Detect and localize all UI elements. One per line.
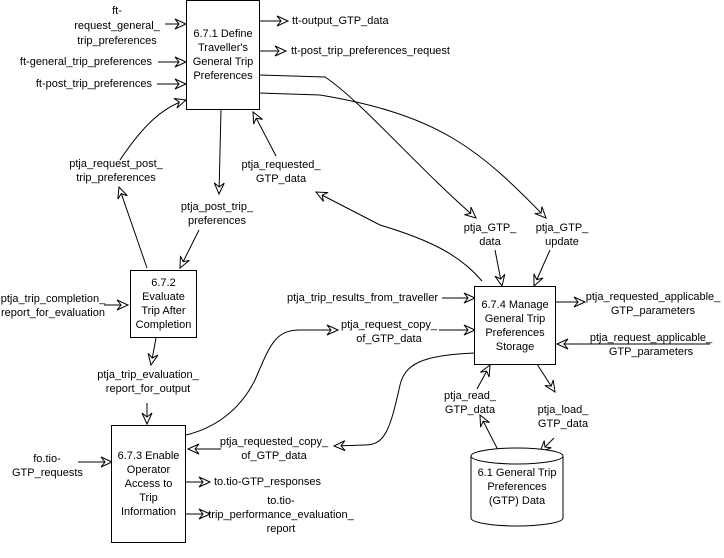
label-ptja-trip-evaluation: ptja_trip_evaluation_ report_for_output xyxy=(97,369,199,395)
process-label: 6.7.2 Evaluate Trip After Completion xyxy=(135,277,192,331)
flow-ptja-read-up xyxy=(476,363,491,390)
flow-ptja-gtp-data xyxy=(258,74,477,219)
process-label: 6.7.4 Manage General Trip Preferences St… xyxy=(481,298,549,353)
process-label: 6.7.1 Define Traveller's General Trip Pr… xyxy=(192,28,254,82)
flow-ptja-requested-gtp-src xyxy=(314,191,483,282)
label-fo-tio-requests: fo.tio- GTP_requests xyxy=(12,453,83,479)
process-6-7-4[interactable]: 6.7.4 Manage General Trip Preferences St… xyxy=(474,286,556,365)
process-6-7-1[interactable]: 6.7.1 Define Traveller's General Trip Pr… xyxy=(186,0,260,110)
flow-ptja-requested-copy xyxy=(332,352,476,452)
flow-ptja-post-trip-to-672 xyxy=(179,229,200,270)
label-ptja-trip-completion: ptja_trip_completion_ report_for_evaluat… xyxy=(0,293,106,319)
label-ptja-request-applicable: ptja_request_applicable_ GTP_parameters xyxy=(589,332,713,358)
flow-ptja-request-copy xyxy=(185,324,340,436)
label-to-tio-responses: to.tio-GTP_responses xyxy=(214,476,321,488)
label-ptja-gtp-data: ptja_GTP_ data xyxy=(463,222,517,248)
process-6-7-2[interactable]: 6.7.2 Evaluate Trip After Completion xyxy=(130,270,197,338)
flow-ptja-request-post-src xyxy=(117,185,148,269)
label-ptja-request-copy: ptja_request_copy_ of_GTP_data xyxy=(340,319,437,345)
label-ptja-requested-applicable: ptja_requested_applicable_ GTP_parameter… xyxy=(585,291,721,317)
label-ptja-load: ptja_load_ GTP_data xyxy=(537,404,589,430)
label-ptja-trip-results: ptja_trip_results_from_traveller xyxy=(286,292,438,304)
data-store-cylinder xyxy=(470,447,564,527)
flow-ptja-read-src xyxy=(479,413,499,451)
label-ft-general: ft-general_trip_preferences xyxy=(19,56,152,68)
flow-ptja-load xyxy=(534,360,556,394)
flow-ptja-post-trip xyxy=(213,108,225,196)
label-ft-request-general: ft- request_general_ trip_preferences xyxy=(74,5,160,47)
label-to-tio-report: to.tio- trip_performance_evaluation_ rep… xyxy=(208,495,354,535)
process-label: 6.7.3 Enable Operator Access to Trip Inf… xyxy=(117,450,180,518)
flow-ptja-request-post xyxy=(119,97,188,161)
label-ft-post: ft-post_trip_preferences xyxy=(35,78,152,90)
label-tt-output: tt-output_GTP_data xyxy=(292,15,389,27)
label-ptja-request-post: ptja_request_post_ trip_preferences xyxy=(69,158,163,184)
label-ptja-read: ptja_read_ GTP_data xyxy=(444,390,496,416)
label-ptja-requested-gtp: ptja_requested_ GTP_data xyxy=(241,159,321,185)
label-ptja-post-trip: ptja_post_trip_ preferences xyxy=(180,201,254,227)
flow-ptja-gtp-data-to-674 xyxy=(494,249,506,288)
label-ptja-requested-copy: ptja_requested_copy_ of_GTP_data xyxy=(219,436,329,462)
label-ptja-gtp-update: ptja_GTP_ update xyxy=(535,222,589,248)
flow-672-to-eval xyxy=(147,337,159,367)
flow-ptja-gtp-update-to-674 xyxy=(533,249,551,288)
process-6-7-3[interactable]: 6.7.3 Enable Operator Access to Trip Inf… xyxy=(111,425,186,543)
flow-ptja-gtp-update xyxy=(258,92,547,219)
flow-ptja-requested-gtp xyxy=(252,110,277,157)
data-store-label[interactable]: 6.1 General Trip Preferences (GTP) Data xyxy=(477,467,557,507)
label-tt-post-request: tt-post_trip_preferences_request xyxy=(291,45,450,57)
